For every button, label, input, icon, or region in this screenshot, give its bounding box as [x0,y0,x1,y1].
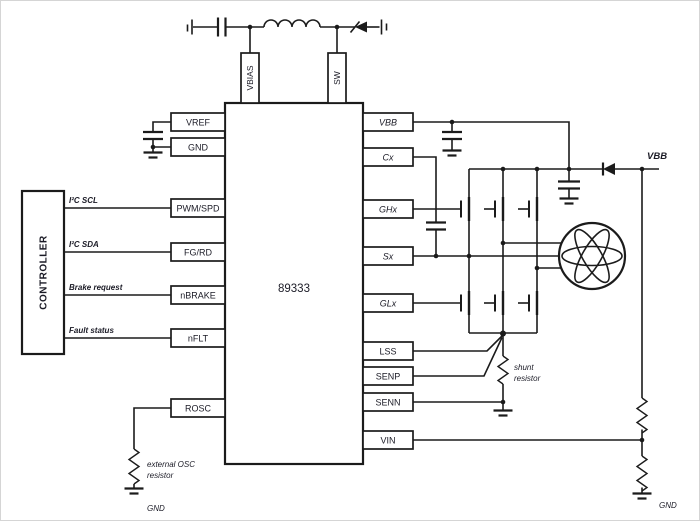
osc-resistor-label-line2: resistor [147,471,174,480]
shunt-resistor-label-line2: resistor [514,374,541,383]
osc-resistor-label-line1: external OSC [147,460,195,469]
pin-label-vin: VIN [380,436,395,446]
controller-block: CONTROLLER [20,189,66,356]
pin-label-vbias: VBIAS [245,65,255,90]
mosfet-bridge-high-side [413,169,539,268]
gnd-label-right: GND [659,501,677,510]
top-pin-sw: SW [327,52,347,104]
rail-diode-icon [603,163,615,175]
pin-label-vref: VREF [186,118,211,128]
top-diode-cathode [349,20,361,34]
ic-body [223,101,365,466]
controller-label: CONTROLLER [39,235,50,310]
left-pin-nbrake: nBRAKE [170,285,226,305]
right-pin-vin: VIN [362,430,414,450]
ic-block: 89333 [223,101,365,466]
osc-resistor-circuit: external OSC resistor GND [124,407,195,513]
pin-label-nbrake: nBRAKE [180,291,216,301]
motor-symbol [557,221,627,291]
vbb-rail-label: VBB [647,151,667,162]
motor-blade [574,228,610,284]
pin-label-glx: GLx [380,299,397,309]
input-filter-circuit [186,17,388,53]
ic-part-number: 89333 [278,283,310,295]
controller-signal-wires: I²C SCL I²C SDA Brake request Fault stat… [64,196,171,339]
cx-bootstrap-circuit [413,156,446,259]
shunt-resistor-label-line1: shunt [514,363,534,372]
right-pin-glx: GLx [362,293,414,313]
signal-label-scl: I²C SCL [69,196,98,205]
right-pin-lss: LSS [362,341,414,361]
controller-body [20,189,66,356]
pin-label-ghx: GHx [379,205,398,215]
pin-box-sw [327,52,347,104]
pin-label-nflt: nFLT [188,334,209,344]
resistor-zigzag-divider-bottom [635,455,649,492]
mosfet-low-1 [460,291,471,333]
pin-label-sx: Sx [383,252,394,262]
signal-label-sda: I²C SDA [69,240,99,249]
right-pin-sx: Sx [362,246,414,266]
right-pin-senn: SENN [362,392,414,412]
wire [152,139,171,148]
wire [152,121,171,132]
junction-dot [500,330,506,337]
resistor-zigzag-osc [127,448,141,485]
shunt-resistor-circuit: shunt resistor [413,330,541,417]
right-pin-vbb: VBB [362,112,414,132]
left-pin-rosc: ROSC [170,398,226,418]
pin-label-pwm-spd: PWM/SPD [176,204,220,214]
top-pin-vbias: VBIAS [240,52,260,104]
vref-decoupling-circuit [143,121,171,159]
inductor-symbol [263,19,321,28]
signal-label-fault: Fault status [69,326,114,335]
mosfet-low-3 [518,291,539,333]
left-pin-vref: VREF [170,112,226,132]
motor-blade [561,245,623,267]
mosfet-low-2 [484,291,505,333]
top-diode-icon [355,21,367,33]
pin-label-cx: Cx [383,153,394,163]
pin-label-fg-rd: FG/RD [184,248,212,258]
wire-lss [413,334,504,352]
motor-circle [557,221,627,291]
wire-cx [413,156,437,223]
left-pin-gnd: GND [170,137,226,157]
pin-label-gnd: GND [188,143,209,153]
mosfet-high-2 [484,169,505,243]
pin-box-vbias [240,52,260,104]
resistor-zigzag-divider-top [635,397,649,434]
wire [133,407,171,449]
pin-label-lss: LSS [379,347,396,357]
wire-vbb [413,121,570,169]
mosfet-high-1 [460,169,471,256]
gnd-label-left: GND [147,504,165,513]
pin-label-vbb: VBB [379,118,397,128]
pin-label-senp: SENP [376,372,401,382]
right-pin-senp: SENP [362,366,414,386]
signal-label-brake: Brake request [69,283,123,292]
left-pin-fg-rd: FG/RD [170,242,226,262]
motor-blade [574,228,610,284]
vbb-rail: VBB [469,151,667,205]
wire-senp [413,337,503,377]
left-pin-nflt: nFLT [170,328,226,348]
right-pin-cx: Cx [362,147,414,167]
phase-lines [413,240,562,291]
vin-divider-circuit: GND [413,169,677,510]
vbb-pin-circuit [413,119,570,169]
pin-label-sw: SW [332,71,342,85]
mosfet-bridge-low-side [413,291,539,334]
pin-label-rosc: ROSC [185,404,212,414]
left-pin-pwm-spd: PWM/SPD [170,198,226,218]
right-pin-ghx: GHx [362,199,414,219]
mosfet-high-3 [518,169,539,268]
pin-label-senn: SENN [375,398,400,408]
resistor-zigzag-shunt [496,355,510,385]
